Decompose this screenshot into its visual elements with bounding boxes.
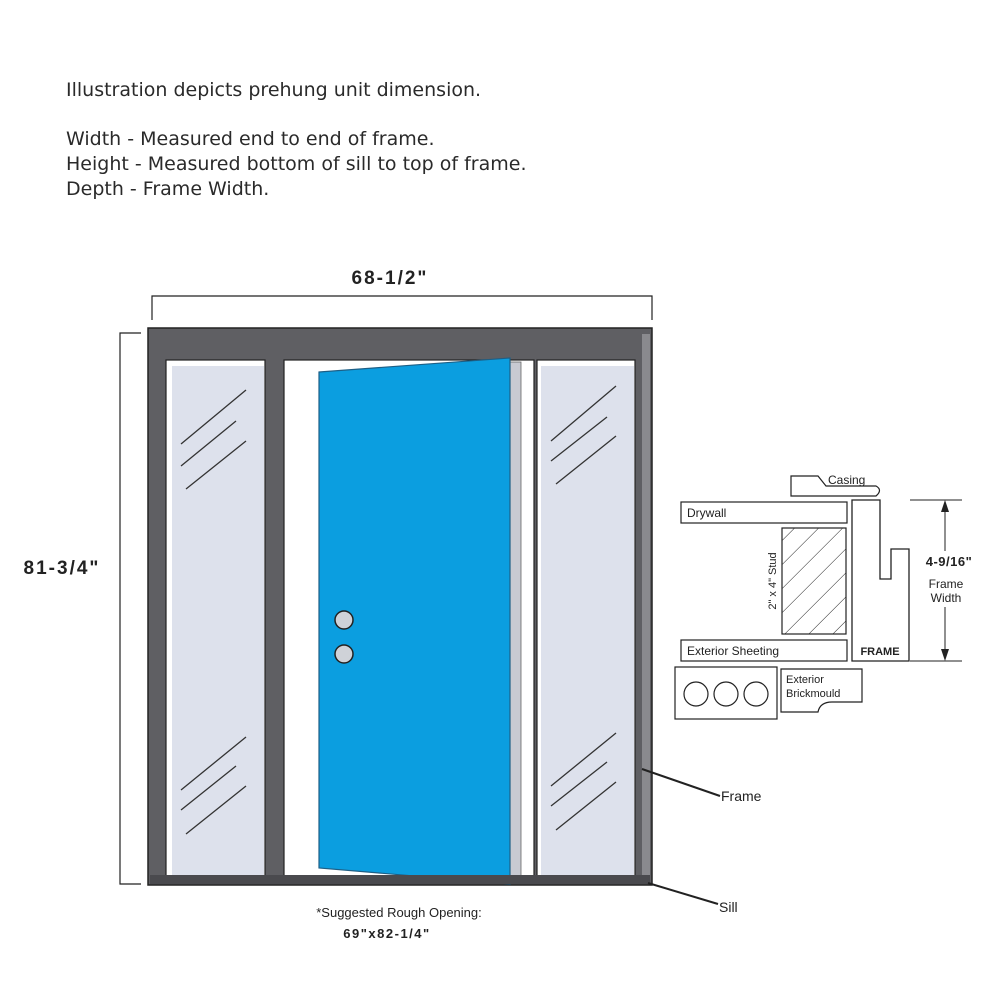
- frame-section-detail: Casing Drywall 2" x 4" Stud Exterior She…: [674, 473, 980, 720]
- left-sidelite: [165, 359, 266, 881]
- right-sidelite: [536, 359, 636, 881]
- frame-profile: [851, 499, 910, 662]
- casing: [790, 475, 881, 497]
- depth-label-1: Frame: [929, 577, 964, 591]
- drywall-label: Drywall: [687, 506, 726, 520]
- frame-callout-label: Frame: [721, 788, 762, 804]
- brickmould-label-2: Brickmould: [786, 688, 840, 700]
- intro-text: Illustration depicts prehung unit dimens…: [66, 78, 527, 202]
- stud: [781, 527, 847, 635]
- sill: [150, 875, 650, 884]
- depth-value: 4-9/16": [926, 554, 973, 569]
- intro-line-4: Depth - Frame Width.: [66, 178, 270, 200]
- width-dimension: 68-1/2": [151, 268, 653, 320]
- knob-icon: [334, 644, 354, 664]
- drywall: [680, 501, 848, 524]
- rough-opening-label: *Suggested Rough Opening:: [316, 905, 482, 920]
- stud-label: 2" x 4" Stud: [767, 552, 779, 609]
- rough-opening-note: *Suggested Rough Opening: 69"x82-1/4": [316, 905, 482, 941]
- exterior-sheeting: [680, 639, 848, 662]
- frame-callout: Frame: [641, 768, 762, 804]
- depth-label-2: Width: [931, 591, 962, 605]
- deadbolt-icon: [334, 610, 354, 630]
- intro-line-2: Width - Measured end to end of frame.: [66, 128, 435, 150]
- intro-line-3: Height - Measured bottom of sill to top …: [66, 153, 527, 175]
- exterior-brickmould: [780, 668, 863, 713]
- brickmould-label-1: Exterior: [786, 674, 824, 686]
- width-label: 68-1/2": [352, 268, 429, 289]
- rough-opening-value: 69"x82-1/4": [343, 926, 430, 941]
- frame-section-label: FRAME: [860, 646, 899, 658]
- sill-callout-label: Sill: [719, 899, 738, 915]
- height-label: 81-3/4": [24, 558, 101, 579]
- door-slab: [318, 357, 511, 885]
- casing-label: Casing: [828, 473, 865, 487]
- height-dimension: 81-3/4": [24, 332, 141, 885]
- sill-callout: Sill: [647, 882, 738, 915]
- exterior-sheeting-label: Exterior Sheeting: [687, 644, 779, 658]
- intro-line-1: Illustration depicts prehung unit dimens…: [66, 79, 482, 101]
